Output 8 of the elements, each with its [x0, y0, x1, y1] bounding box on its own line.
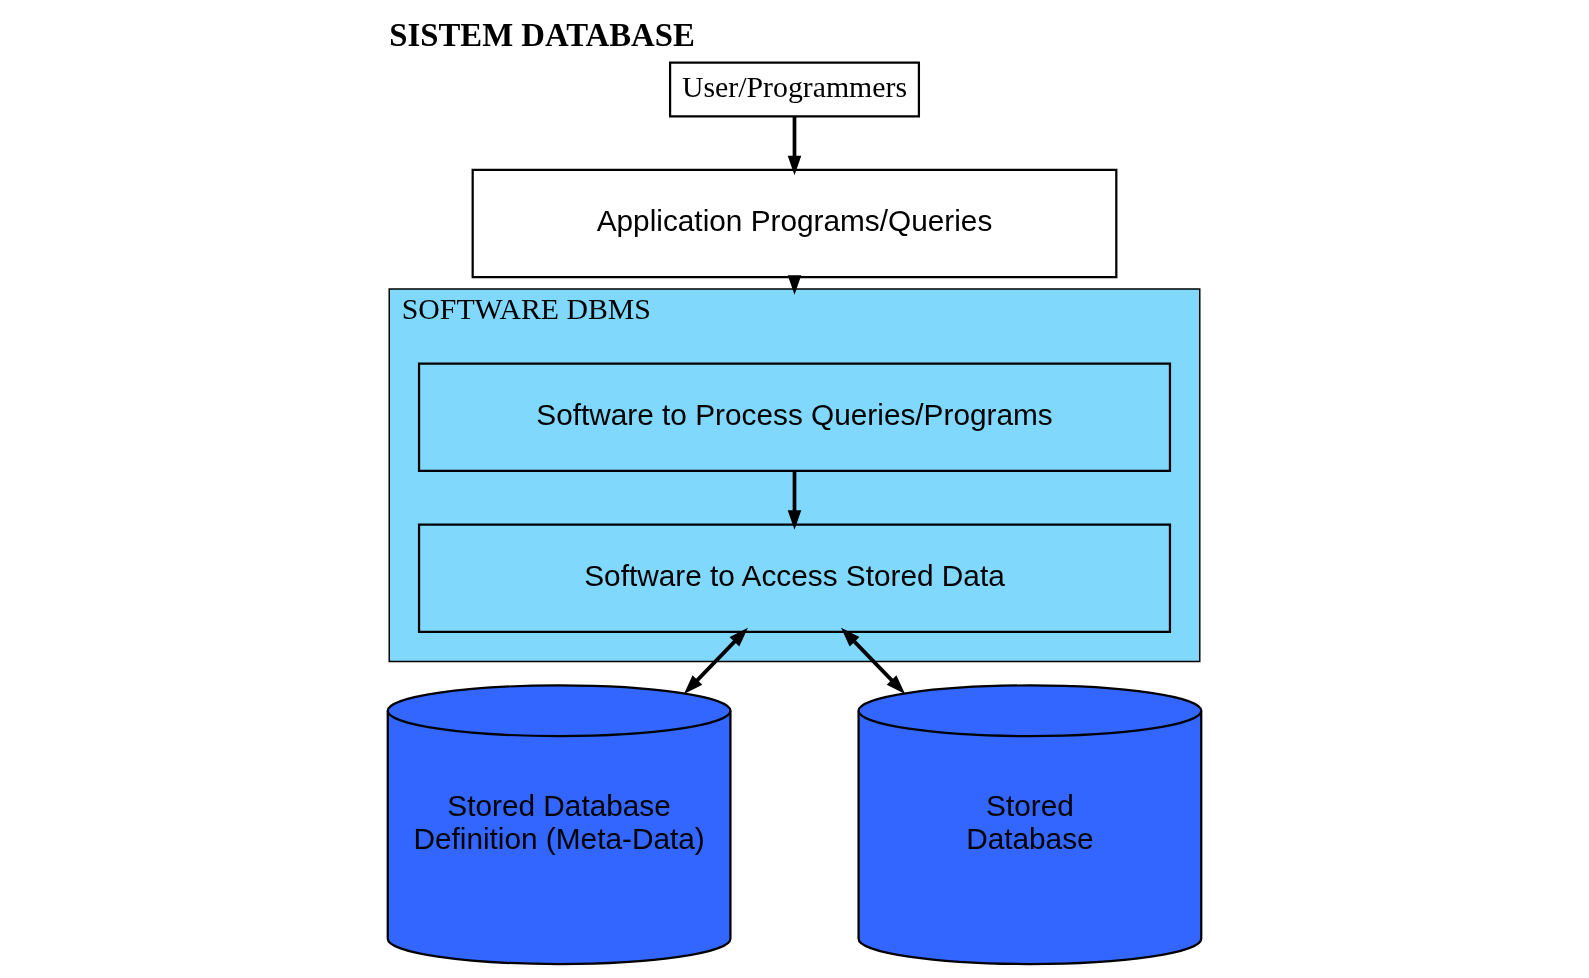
arrow — [841, 627, 906, 694]
arrow — [683, 627, 748, 694]
node-box: Software to Process Queries/Programs — [417, 362, 1172, 472]
node-box: Software to Access Stored Data — [417, 522, 1172, 633]
arrow — [787, 116, 802, 175]
arrow — [787, 470, 802, 530]
diagram-title: SISTEM DATABASE — [389, 16, 695, 53]
node-box: User/Programmers — [668, 61, 921, 117]
